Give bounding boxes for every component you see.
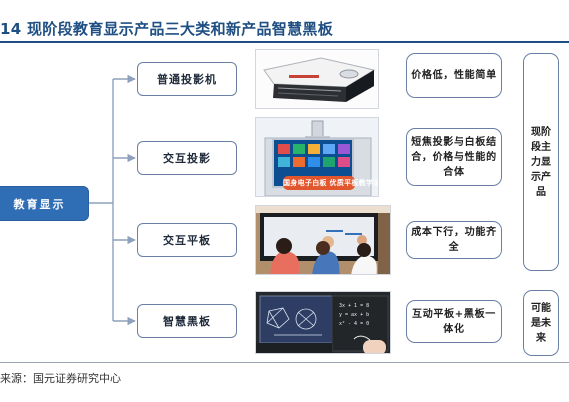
note-interactive-panel: 成本下行，功能齐全: [406, 221, 502, 259]
projector-illustration: [256, 50, 378, 108]
chalkboard-formula: y = ax + b: [339, 312, 370, 318]
interactive-panel-classroom-image: [255, 205, 391, 275]
projection-banner: 国身电子白板 优质平板教学设备: [283, 176, 378, 190]
screen-tile: [323, 144, 335, 154]
note-interactive-projection: 短焦投影与白板结合，价格与性能的合体: [406, 128, 502, 186]
source-note: 来源：国元证券研究中心: [0, 372, 121, 385]
smart-blackboard-image: 3x + 1 = 8 y = ax + b x² - 4 = 0: [255, 291, 391, 354]
smart-blackboard-illustration: [256, 292, 390, 353]
category-smart-blackboard: 智慧黑板: [137, 304, 237, 338]
screen-tile: [308, 157, 320, 167]
screen-tile: [278, 144, 290, 154]
category-interactive-projection: 交互投影: [137, 141, 237, 175]
note-smart-blackboard: 互动平板+黑板一体化: [406, 300, 502, 343]
screen-tile: [308, 144, 320, 154]
current-main-products-label: 现阶段主力显示产品: [523, 53, 559, 271]
source-divider: [0, 362, 569, 363]
screen-tile: [338, 144, 350, 154]
screen-tile: [278, 157, 290, 167]
chalkboard-formula: 3x + 1 = 8: [339, 303, 370, 309]
screen-tile: [293, 157, 305, 167]
screen-tile: [338, 157, 350, 167]
title-divider: [0, 41, 569, 43]
category-interactive-panel: 交互平板: [137, 223, 237, 257]
figure-title: 14 现阶段教育显示产品三大类和新产品智慧黑板: [0, 20, 333, 38]
root-node-education-display: 教育显示: [0, 186, 89, 221]
future-products-label: 可能是未来: [523, 290, 559, 356]
classroom-illustration: [256, 206, 390, 274]
note-ordinary-projector: 价格低，性能简单: [406, 53, 502, 98]
screen-tile: [293, 144, 305, 154]
chalkboard-formula: x² - 4 = 0: [339, 321, 370, 327]
ordinary-projector-image: [255, 49, 379, 109]
category-ordinary-projector: 普通投影机: [137, 62, 237, 96]
screen-tile: [323, 157, 335, 167]
interactive-projection-image: 国身电子白板 优质平板教学设备: [255, 117, 379, 197]
